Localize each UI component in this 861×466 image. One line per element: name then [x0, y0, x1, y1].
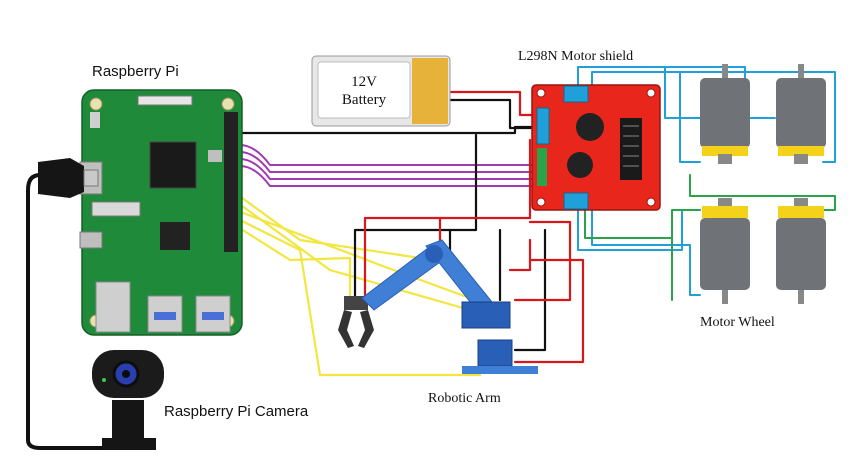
dc-motor-icon — [700, 64, 826, 304]
usb-plug-icon — [38, 158, 99, 198]
wires — [26, 66, 836, 450]
wire-yellow-2 — [236, 201, 472, 312]
wire-red-servo-bus — [363, 138, 585, 364]
motor-top-left — [700, 64, 750, 164]
robotic-arm-icon — [338, 239, 538, 374]
camera-usb-cable — [26, 173, 107, 450]
label-robotic-arm: Robotic Arm — [428, 391, 501, 406]
gripper-icon — [338, 296, 374, 348]
wire-black-servo-bus — [353, 133, 547, 352]
wire-purple-1 — [239, 144, 543, 166]
label-camera: Raspberry Pi Camera — [164, 403, 309, 420]
motor-bottom-left — [700, 198, 750, 304]
wire-yellow-3 — [236, 209, 477, 302]
servo-bottom — [477, 339, 513, 367]
motor-top-right — [776, 64, 826, 164]
gpio-header — [224, 112, 238, 252]
motor-bottom-right — [776, 198, 826, 304]
raspberry-pi-board — [79, 89, 243, 336]
wire-red-battery — [444, 90, 542, 117]
label-motor-wheel: Motor Wheel — [700, 315, 775, 330]
wire-black-pi-shield — [238, 125, 542, 135]
wire-purple-4 — [239, 165, 543, 187]
wire-red-servo-bus-2 — [513, 220, 572, 302]
wire-green-motors — [584, 174, 836, 301]
label-raspberry-pi: Raspberry Pi — [92, 63, 179, 80]
label-battery-line2: Battery — [342, 92, 387, 108]
label-battery-line1: 12V — [351, 74, 377, 90]
wire-purple-2 — [239, 151, 543, 173]
wire-yellow-1 — [236, 193, 422, 260]
wire-yellow-5 — [236, 225, 352, 302]
arm-base-plate — [462, 366, 538, 374]
label-motor-shield: L298N Motor shield — [518, 49, 633, 64]
wire-yellow-4 — [236, 217, 482, 377]
webcam-icon — [92, 350, 164, 450]
wire-purple-3 — [239, 158, 543, 180]
battery-icon — [311, 55, 451, 127]
servo-top — [461, 301, 511, 329]
wire-blue-motors-bottom — [577, 204, 701, 296]
motor-shield-board — [531, 84, 661, 211]
wire-black-battery — [444, 98, 542, 130]
